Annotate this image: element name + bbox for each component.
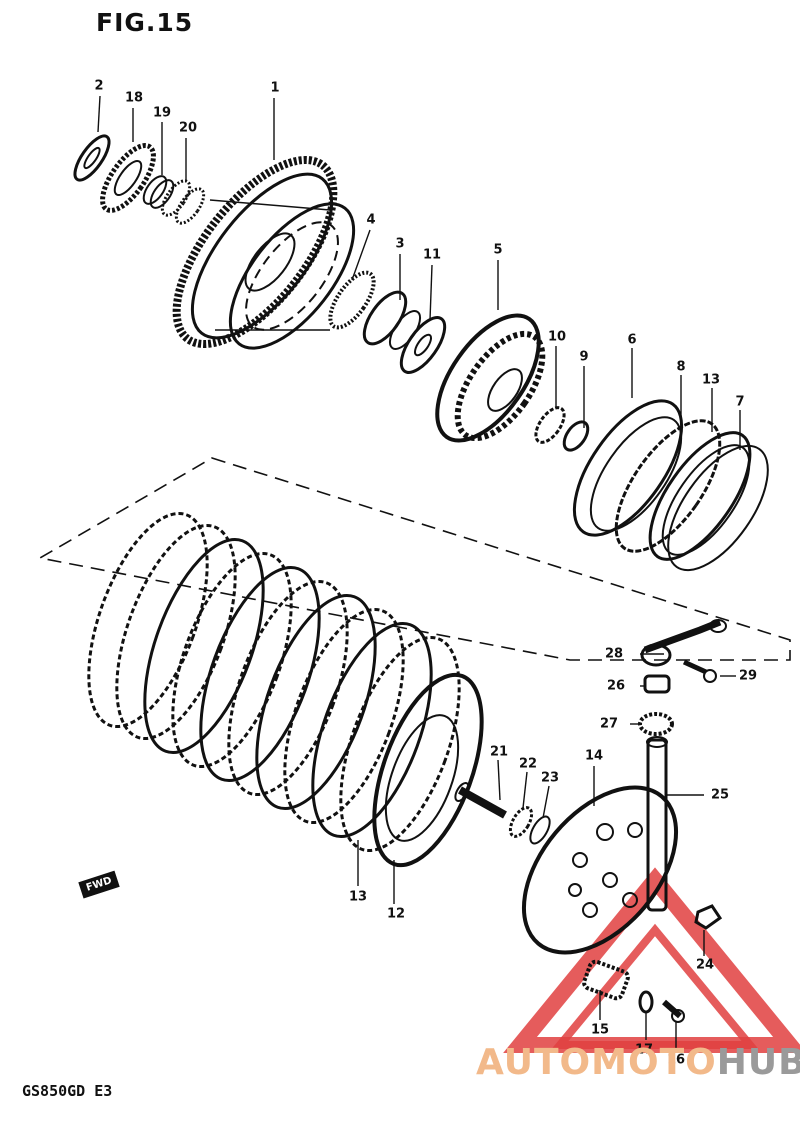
callout-29: 29 (738, 668, 758, 684)
callout-15: 15 (590, 1022, 610, 1038)
part-17-washer (638, 990, 654, 1014)
callout-17: 17 (634, 1042, 654, 1058)
callout-13-lower: 13 (348, 889, 368, 905)
part-10-lock-washer (534, 406, 566, 444)
part-22-bearing (508, 806, 534, 838)
part-18-gear (100, 143, 156, 213)
part-23-washer (529, 815, 551, 845)
callout-1: 1 (270, 80, 280, 96)
part-27-gear (638, 712, 674, 736)
assembly-dashed-outline (37, 457, 791, 661)
part-25-release-shaft (646, 736, 668, 912)
callout-9: 9 (579, 349, 589, 365)
part-4-needle-bearing (328, 270, 376, 330)
leader-lines (97, 95, 741, 1050)
part-3-sleeve (362, 290, 422, 350)
part-6-plate (572, 399, 684, 537)
part-9-nut (562, 420, 590, 452)
part-19-spacer (142, 175, 175, 209)
callout-23: 23 (540, 770, 560, 786)
callout-13-upper: 13 (701, 372, 721, 388)
watermark-text: AUTOMOTOHUB (476, 1042, 800, 1083)
callout-26: 26 (606, 678, 626, 694)
part-29-bolt (682, 659, 717, 683)
callout-5: 5 (493, 242, 503, 258)
callout-8: 8 (676, 359, 686, 375)
part-7-ring (667, 444, 769, 572)
callout-24: 24 (695, 957, 715, 973)
model-code: GS850GD E3 (22, 1082, 113, 1100)
part-14-pressure-plate (521, 785, 679, 955)
callout-27: 27 (599, 716, 619, 732)
part-20-needle-bearing (160, 179, 206, 225)
part-21-push-piece (454, 781, 507, 819)
callout-2: 2 (94, 78, 104, 94)
callout-10: 10 (547, 329, 567, 345)
watermark-part2: HUB (716, 1042, 800, 1083)
callout-11: 11 (422, 247, 442, 263)
part-24-nut (694, 904, 723, 930)
callout-28: 28 (604, 646, 624, 662)
callout-22: 22 (518, 756, 538, 772)
clutch-plate-stack (87, 511, 484, 868)
callout-7: 7 (735, 394, 745, 410)
callout-25: 25 (710, 787, 730, 803)
figure-title: FIG.15 (96, 8, 194, 37)
part-15-clutch-spring (582, 959, 630, 1001)
callout-14: 14 (584, 748, 604, 764)
callout-12: 12 (386, 906, 406, 922)
part-16-bolt (662, 999, 685, 1023)
callout-20: 20 (178, 120, 198, 136)
part-26-bush (643, 674, 671, 694)
part-5-clutch-sleeve-hub (435, 313, 546, 443)
part-2-washer (73, 134, 111, 182)
callout-6: 6 (627, 332, 637, 348)
part-11-thrust-washer (399, 316, 447, 374)
watermark-part1: AUTOMOTO (476, 1042, 717, 1083)
watermark-logo (503, 867, 800, 1053)
callout-16: 16 (666, 1052, 686, 1068)
callout-4: 4 (366, 212, 376, 228)
callout-19: 19 (152, 105, 172, 121)
part-28-lever (640, 618, 727, 667)
callout-18: 18 (124, 90, 144, 106)
callout-3: 3 (395, 236, 405, 252)
callout-21: 21 (489, 744, 509, 760)
part-1-primary-driven-gear (172, 156, 356, 350)
